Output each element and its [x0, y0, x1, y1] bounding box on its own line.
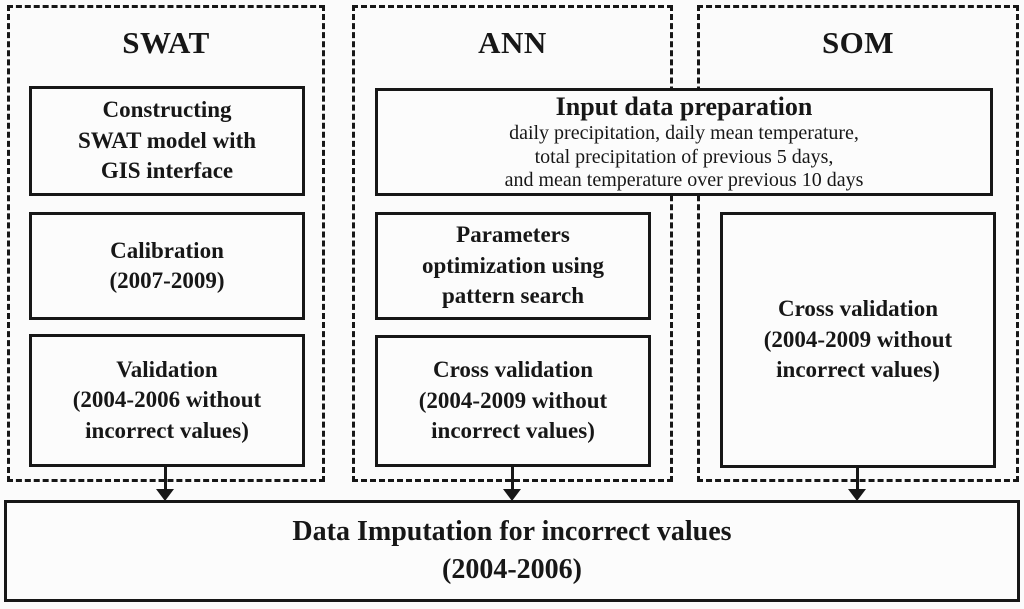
box-text-line: (2004-2006 without: [72, 387, 262, 413]
box-ann-cross-validation: Cross validation (2004-2009 without inco…: [375, 335, 651, 467]
arrow-som-to-imputation-head: [848, 489, 866, 501]
panel-title-swat: SWAT: [122, 25, 210, 60]
box-text-line: Calibration: [110, 237, 224, 263]
arrow-swat-to-imputation-line: [164, 467, 167, 493]
input-box-detail-line: daily precipitation, daily mean temperat…: [509, 122, 859, 145]
box-text-line: (2004-2009 without: [763, 326, 953, 352]
arrow-swat-to-imputation-head: [156, 489, 174, 501]
panel-title-som: SOM: [821, 25, 895, 60]
box-text-line: Validation: [116, 356, 218, 382]
box-text-line: Constructing: [102, 97, 232, 123]
box-text-line: (2004-2009 without: [418, 387, 608, 413]
box-text-line: SWAT model with: [77, 127, 257, 153]
box-parameters-optimization: Parameters optimization using pattern se…: [375, 212, 651, 320]
box-som-cross-validation: Cross validation (2004-2009 without inco…: [720, 212, 996, 468]
input-box-detail-line: and mean temperature over previous 10 da…: [504, 169, 864, 192]
box-text-line: Cross validation: [778, 296, 938, 322]
arrow-ann-to-imputation-line: [511, 467, 514, 493]
box-text-line: incorrect values): [776, 357, 940, 383]
panel-title-ann: ANN: [478, 25, 547, 60]
box-swat-validation: Validation (2004-2006 without incorrect …: [29, 334, 305, 467]
box-text-line: pattern search: [441, 283, 585, 309]
box-text-line: (2007-2009): [109, 268, 225, 293]
box-text-line: incorrect values): [431, 418, 595, 444]
box-text-line: Cross validation: [433, 357, 593, 383]
input-box-title: Input data preparation: [555, 92, 813, 122]
box-calibration: Calibration (2007-2009): [29, 212, 305, 320]
box-text-line: Data Imputation for incorrect values: [292, 516, 732, 548]
box-constructing-swat-model: Constructing SWAT model with GIS interfa…: [29, 86, 305, 196]
input-box-detail-line: total precipitation of previous 5 days,: [534, 145, 834, 168]
box-input-data-preparation: Input data preparation daily precipitati…: [375, 88, 993, 196]
box-data-imputation: Data Imputation for incorrect values (20…: [4, 500, 1020, 602]
arrow-som-to-imputation-line: [856, 467, 859, 493]
box-text-line: optimization using: [421, 252, 605, 278]
arrow-ann-to-imputation-head: [503, 489, 521, 501]
box-text-line: incorrect values): [85, 417, 249, 443]
box-text-line: (2004-2006): [442, 554, 582, 585]
box-text-line: Parameters: [456, 222, 570, 248]
box-text-line: GIS interface: [100, 158, 234, 184]
